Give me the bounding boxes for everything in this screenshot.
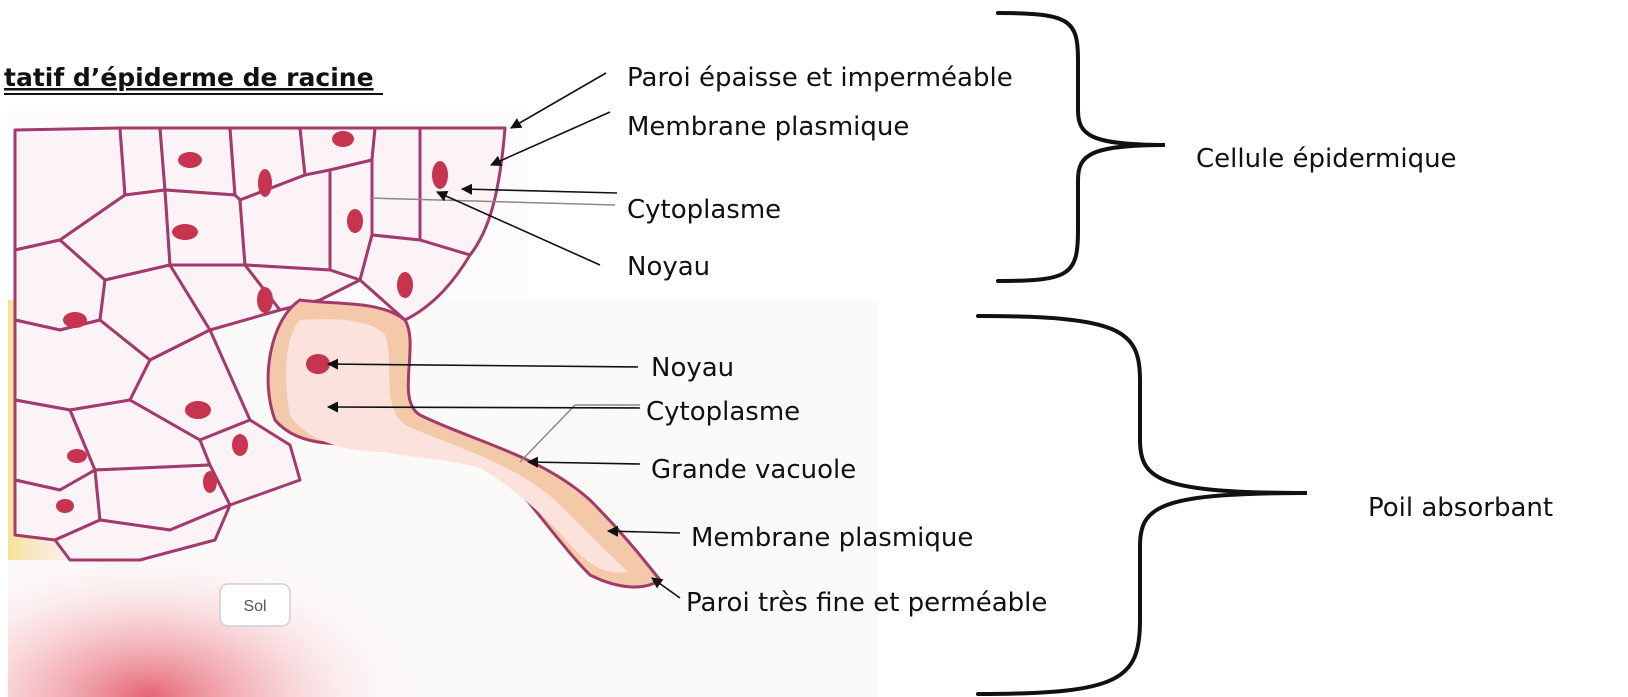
brace-poil-absorbant bbox=[978, 316, 1307, 694]
diagram-title: tatif d’épiderme de racine bbox=[4, 63, 374, 92]
nucleus bbox=[56, 499, 74, 513]
cell bbox=[120, 128, 165, 195]
brace-cellule-epidermique bbox=[998, 13, 1165, 281]
label-membrane-plasmique-2: Membrane plasmique bbox=[691, 523, 973, 553]
soil-tag: Sol bbox=[220, 584, 290, 626]
nucleus bbox=[257, 287, 273, 313]
nucleus bbox=[63, 312, 87, 328]
label-grande-vacuole: Grande vacuole bbox=[651, 455, 856, 485]
label-paroi-fine: Paroi très fine et perméable bbox=[686, 588, 1047, 618]
cell bbox=[372, 128, 420, 240]
nucleus bbox=[397, 272, 413, 298]
label-paroi-epaisse: Paroi épaisse et imperméable bbox=[627, 63, 1013, 93]
label-cytoplasme-2: Cytoplasme bbox=[646, 397, 800, 427]
nucleus bbox=[67, 449, 87, 463]
nucleus bbox=[432, 161, 448, 189]
nucleus bbox=[306, 354, 330, 374]
label-noyau-1: Noyau bbox=[627, 252, 710, 282]
group-cellule-epidermique: Cellule épidermique bbox=[1196, 144, 1457, 174]
nucleus bbox=[178, 152, 202, 168]
leader-cytoplasme-2 bbox=[328, 407, 640, 408]
label-membrane-plasmique-1: Membrane plasmique bbox=[627, 112, 909, 142]
label-noyau-2: Noyau bbox=[651, 353, 734, 383]
label-cytoplasme-1: Cytoplasme bbox=[627, 195, 781, 225]
nucleus bbox=[172, 224, 198, 240]
nucleus bbox=[185, 401, 211, 419]
nucleus bbox=[332, 131, 354, 147]
nucleus bbox=[232, 434, 248, 456]
soil-label: Sol bbox=[243, 598, 266, 615]
group-poil-absorbant: Poil absorbant bbox=[1368, 493, 1553, 523]
nucleus bbox=[258, 169, 272, 197]
nucleus bbox=[347, 209, 363, 233]
nucleus bbox=[203, 471, 217, 493]
